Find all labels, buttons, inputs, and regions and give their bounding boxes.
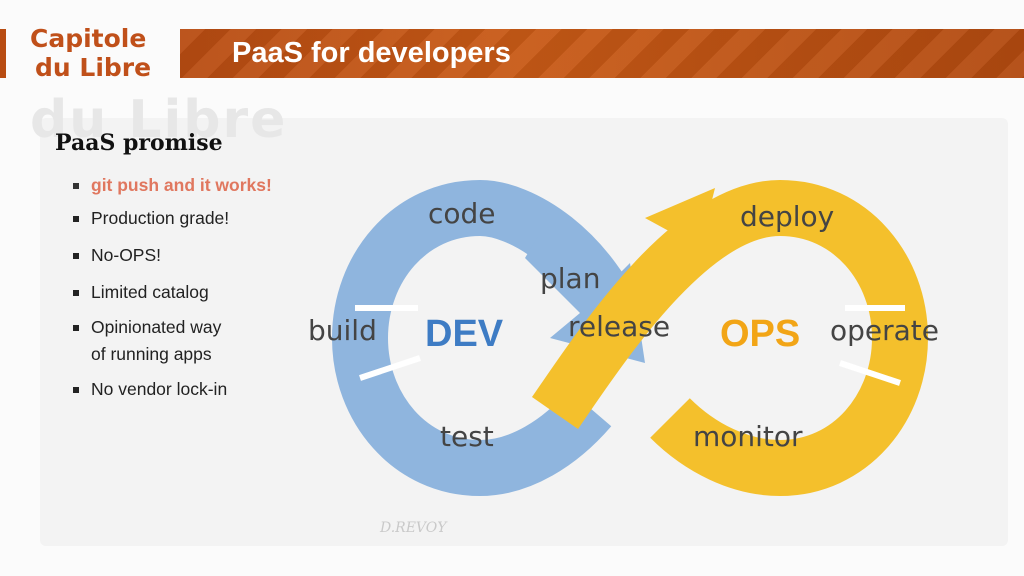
ops-arrow	[645, 188, 715, 248]
devops-infinity-diagram: code plan build test release deploy oper…	[308, 179, 939, 497]
section-heading: PaaS promise	[55, 130, 223, 156]
slide-title: PaaS for developers	[232, 37, 511, 69]
bullet-item: No vendor lock-in	[72, 376, 342, 403]
bullet-item: Limited catalog	[72, 279, 342, 306]
capitole-logo: Capitole du Libre	[30, 24, 170, 84]
bullet-item: No-OPS!	[72, 242, 342, 269]
bullet-item: git push and it works!	[72, 172, 342, 199]
bullet-line-2: of running apps	[91, 344, 212, 364]
bullet-line-1: Opinionated way	[91, 317, 222, 337]
segment-divider	[359, 355, 421, 381]
dev-label: DEV	[425, 313, 504, 355]
background-signature: D.REVOY	[380, 520, 447, 536]
logo-line-1: Capitole	[30, 24, 147, 53]
bullet-item: Opinionated way of running apps	[72, 314, 342, 368]
step-test: test	[440, 420, 494, 453]
background-watermark: du Libre	[30, 90, 288, 150]
dev-loop	[331, 179, 652, 497]
step-release: release	[568, 310, 670, 343]
step-build: build	[308, 314, 377, 347]
ops-loop	[531, 179, 929, 497]
header-bar	[180, 29, 1024, 78]
bullet-item: Production grade!	[72, 205, 342, 232]
step-monitor: monitor	[693, 420, 803, 453]
step-code: code	[428, 197, 496, 230]
step-plan: plan	[540, 262, 600, 295]
header-left-accent	[0, 29, 6, 78]
ops-label: OPS	[720, 313, 800, 355]
segment-divider	[839, 360, 901, 386]
step-operate: operate	[830, 314, 939, 347]
step-deploy: deploy	[740, 200, 834, 233]
logo-line-2: du Libre	[35, 53, 152, 82]
